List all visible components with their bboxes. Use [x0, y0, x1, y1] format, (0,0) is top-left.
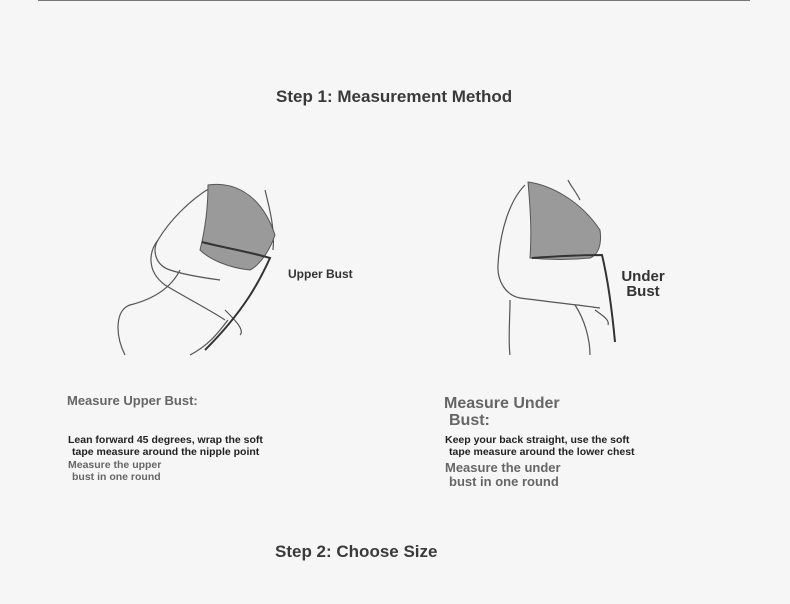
under-bust-label: Under Bust [621, 268, 665, 300]
bra-shape-left [199, 183, 276, 271]
tape-measure-right [531, 253, 616, 343]
under-bust-note: Measure the under bust in one round [445, 460, 561, 489]
step1-heading: Step 1: Measurement Method [276, 87, 513, 106]
under-bust-title: Measure Under Bust: [444, 395, 560, 429]
tape-measure-left [201, 241, 272, 351]
top-divider [38, 0, 750, 1]
upper-bust-label: Upper Bust [288, 267, 353, 281]
upper-bust-figure-illustration [117, 183, 276, 356]
upper-bust-note: Measure the upper bust in one round [68, 459, 162, 483]
upper-bust-instructions: Lean forward 45 degrees, wrap the soft t… [68, 434, 263, 458]
upper-bust-title: Measure Upper Bust: [67, 393, 198, 408]
bra-shape-right [527, 181, 601, 260]
under-bust-figure-illustration [497, 179, 616, 356]
step2-heading: Step 2: Choose Size [275, 542, 438, 561]
under-bust-instructions: Keep your back straight, use the soft ta… [445, 434, 635, 458]
